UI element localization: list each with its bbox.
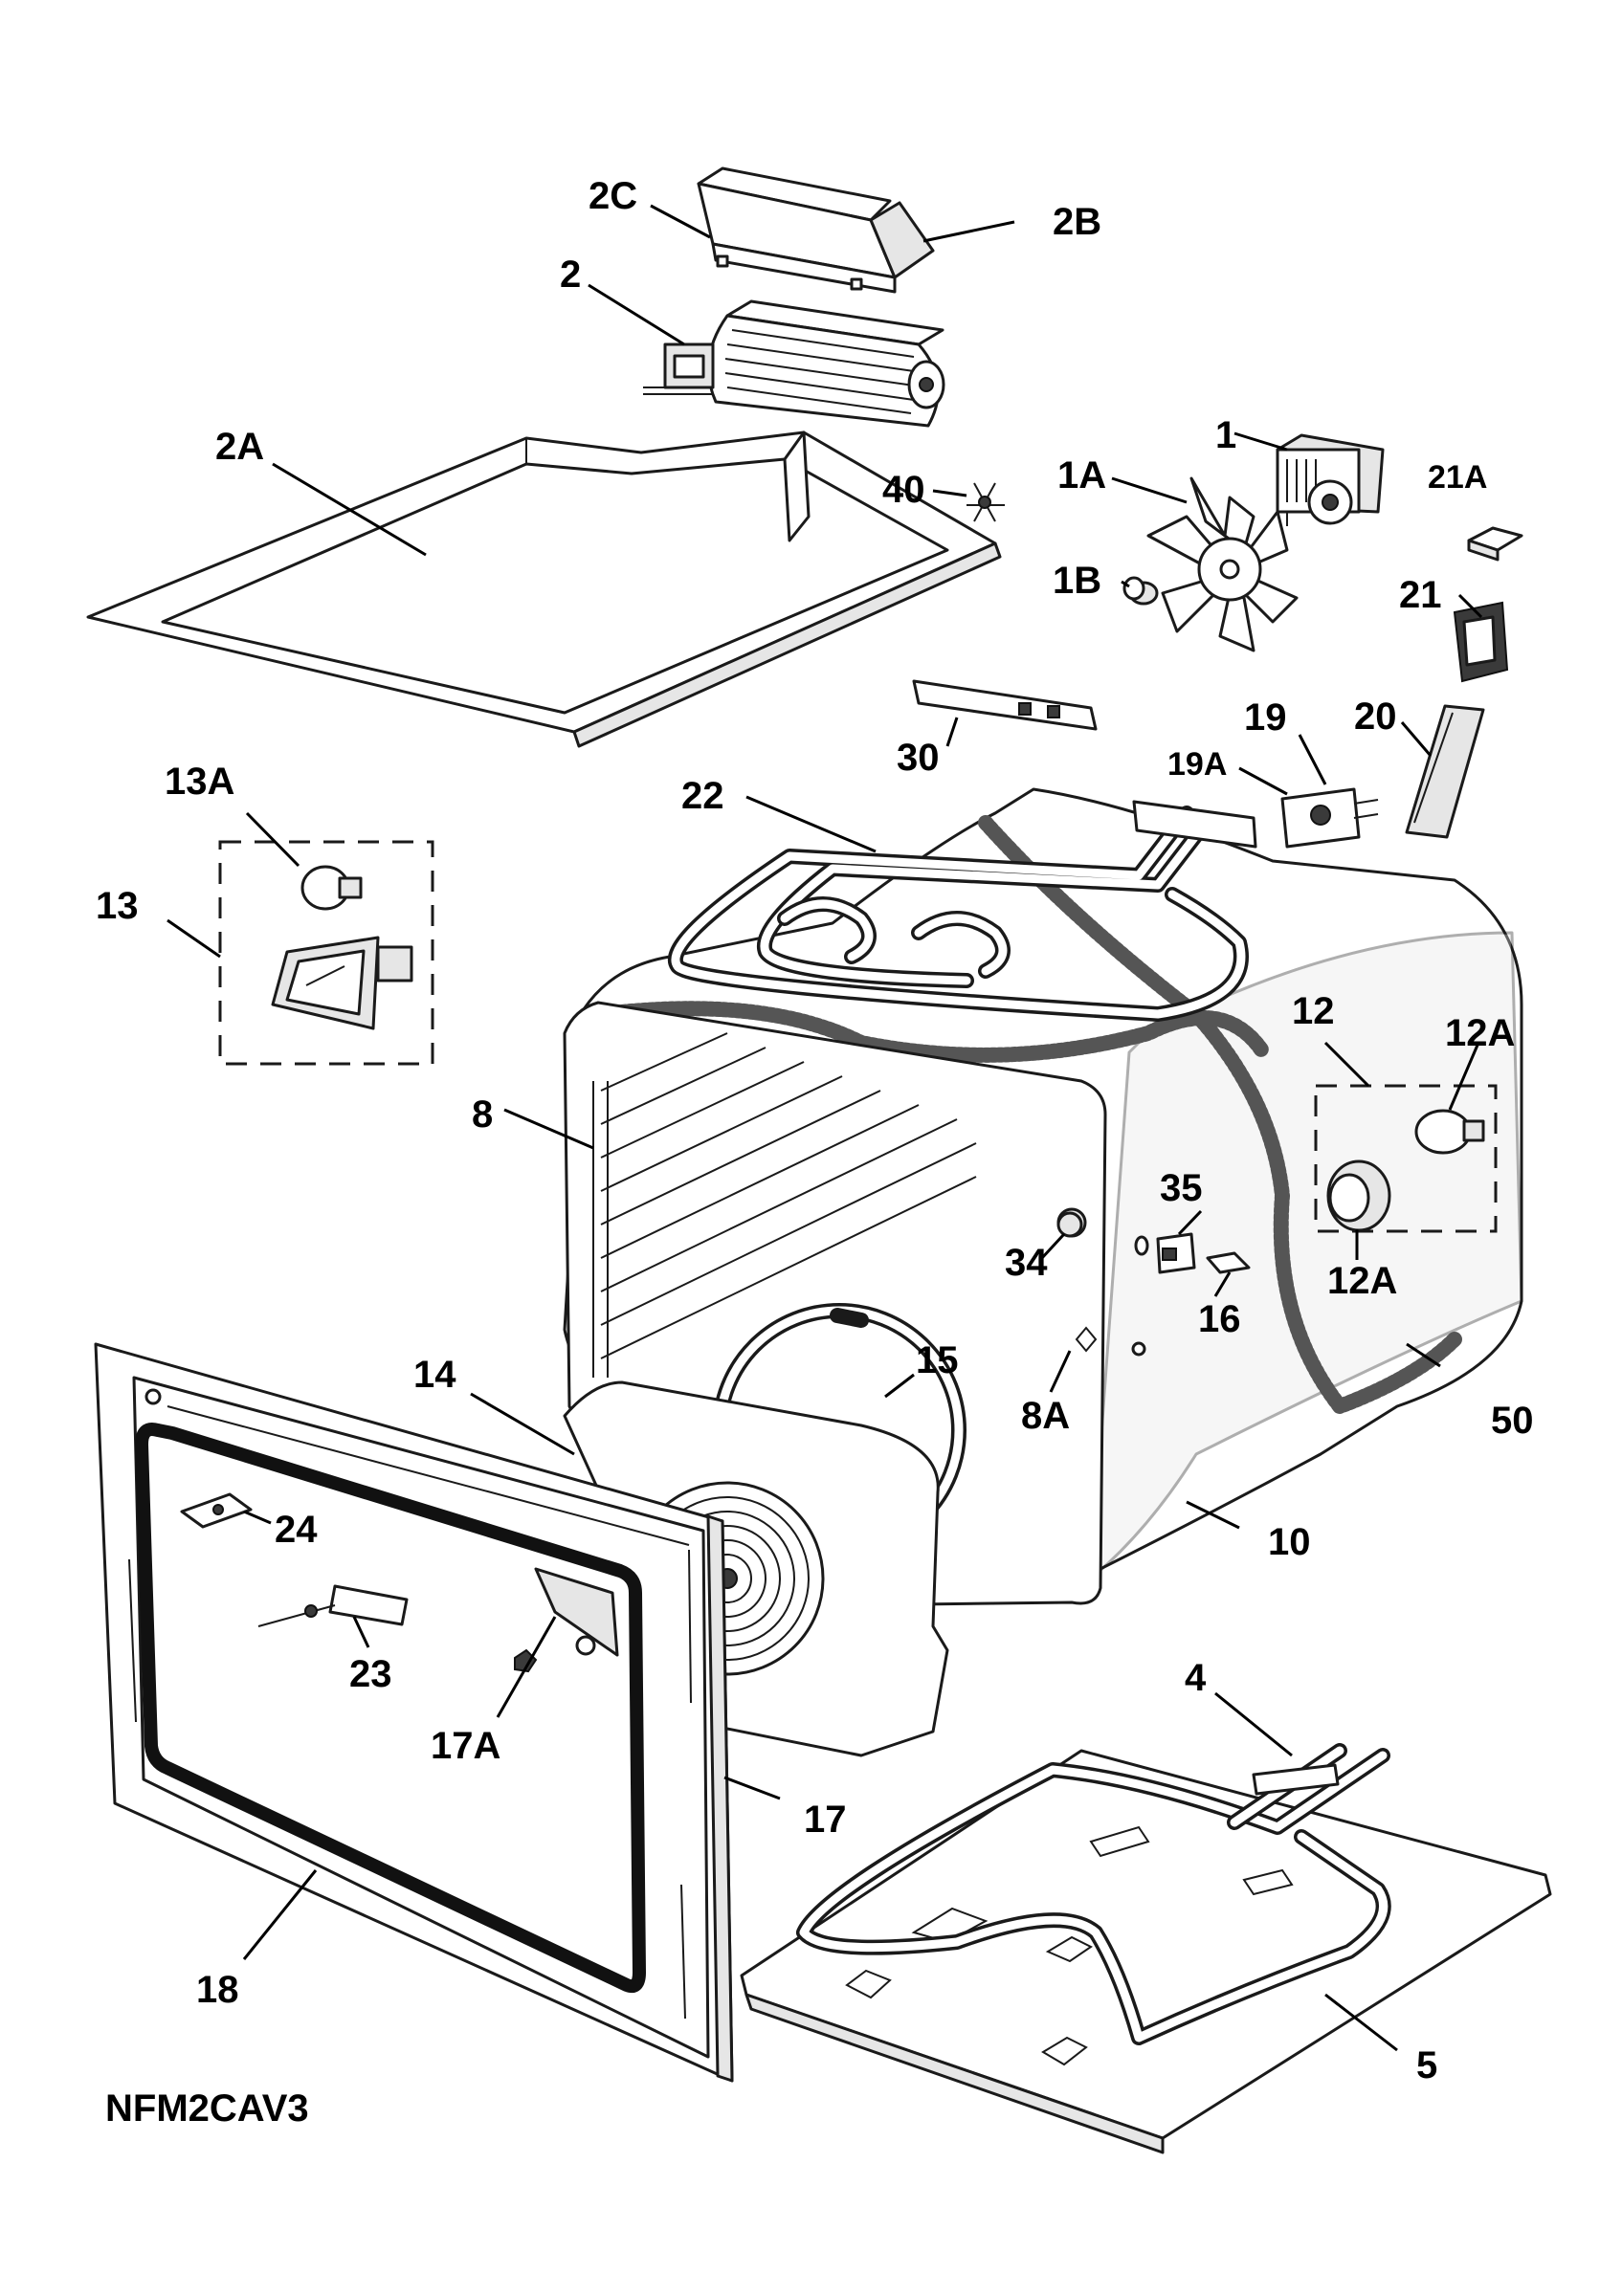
label-4: 4	[1185, 1657, 1207, 1699]
fan-motor-part	[1276, 433, 1385, 526]
lamp-holder-21-part	[1453, 601, 1509, 683]
label-2b: 2B	[1053, 201, 1101, 243]
thermostat-19-part	[1280, 787, 1379, 849]
label-2a: 2A	[215, 426, 264, 468]
small-parts	[1056, 1211, 1251, 1274]
label-10: 10	[1268, 1521, 1311, 1563]
lamp-12-part	[1314, 1084, 1498, 1233]
label-1: 1	[1215, 414, 1236, 456]
label-16: 16	[1198, 1298, 1241, 1340]
tube-20-part	[1405, 704, 1485, 839]
label-13a: 13A	[165, 761, 234, 803]
label-50: 50	[1491, 1400, 1534, 1442]
label-12: 12	[1292, 990, 1335, 1032]
bracket-30-part	[912, 679, 1098, 731]
label-23: 23	[349, 1653, 392, 1695]
label-2: 2	[560, 254, 581, 296]
label-8: 8	[472, 1093, 493, 1136]
bottom-element-4-part	[796, 1743, 1391, 2045]
label-17: 17	[804, 1799, 847, 1841]
label-5: 5	[1416, 2044, 1437, 2086]
label-17a: 17A	[431, 1725, 500, 1767]
label-15: 15	[916, 1339, 959, 1381]
label-19: 19	[1244, 696, 1287, 739]
label-35: 35	[1160, 1167, 1203, 1209]
grill-element-22-part	[667, 800, 1257, 1022]
cooling-fan-part	[643, 299, 945, 428]
label-20: 20	[1354, 695, 1397, 738]
label-34: 34	[1005, 1242, 1048, 1284]
fan-blade-part	[1146, 476, 1299, 652]
label-13: 13	[96, 885, 139, 927]
inner-door-part	[94, 1342, 734, 2083]
label-1b: 1B	[1053, 560, 1101, 602]
top-plate-part	[86, 430, 1002, 748]
label-8a: 8A	[1021, 1395, 1070, 1437]
label-21a: 21A	[1428, 459, 1487, 496]
duct-cover-part	[697, 166, 935, 294]
door-fittings	[180, 1492, 538, 1673]
lamp-13-part	[218, 840, 434, 1066]
nut-1b-part	[1122, 576, 1159, 606]
label-1a: 1A	[1057, 454, 1106, 497]
clip-40-part	[967, 482, 1005, 522]
label-30: 30	[897, 737, 940, 779]
label-19a: 19A	[1167, 746, 1227, 783]
label-14: 14	[413, 1354, 456, 1396]
label-12a-top: 12A	[1445, 1012, 1515, 1054]
part-labels: 2C 2B 2 2A 1 1A 1B 40 21A 21 20 19 19A 3…	[96, 175, 1534, 2130]
lamp-cover-21a-part	[1467, 526, 1523, 562]
label-21: 21	[1399, 574, 1442, 616]
diagram-reference-code: NFM2CAV3	[105, 2087, 309, 2130]
label-22: 22	[681, 775, 724, 817]
label-12a-bottom: 12A	[1327, 1260, 1397, 1302]
base-plate-5-part	[740, 1749, 1552, 2154]
label-2c: 2C	[589, 175, 637, 217]
label-18: 18	[196, 1969, 239, 2011]
leader-lines	[167, 204, 1483, 2052]
label-24: 24	[275, 1509, 318, 1551]
label-40: 40	[882, 469, 925, 511]
